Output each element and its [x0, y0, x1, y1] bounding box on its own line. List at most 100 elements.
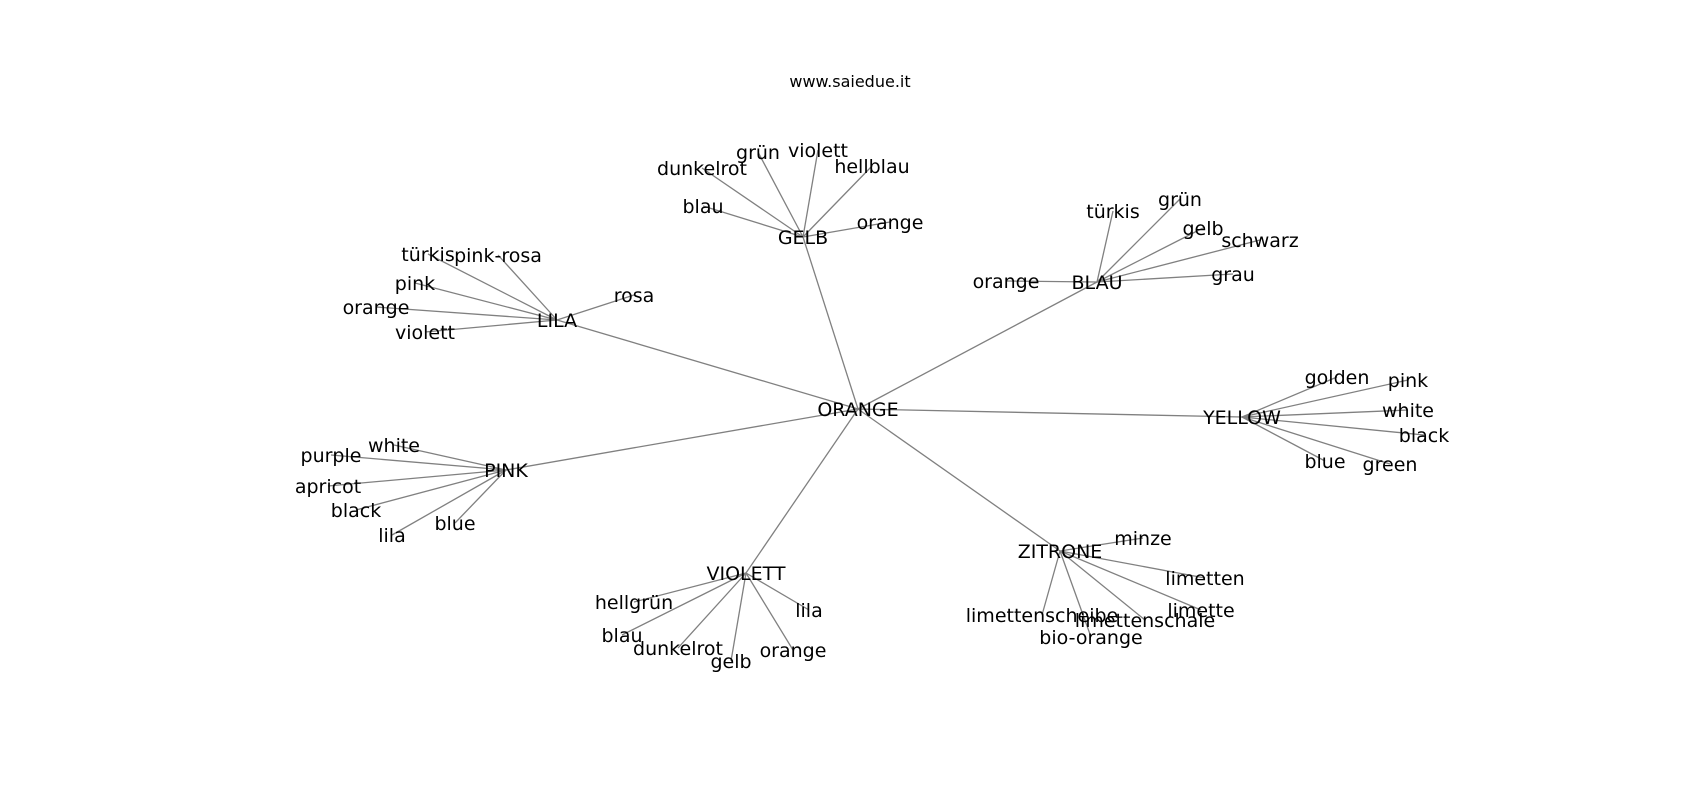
- leaf-node-label: white: [368, 435, 420, 457]
- edge-center-violett: [745, 408, 859, 574]
- leaf-node-label: black: [1399, 425, 1449, 447]
- hub-node-label-violett: VIOLETT: [706, 563, 785, 585]
- edge-blau-leaf: [1096, 210, 1114, 283]
- leaf-node-label: violett: [788, 140, 848, 162]
- edge-blau-leaf: [1096, 198, 1181, 283]
- edge-gelb-leaf: [702, 205, 804, 238]
- hub-node-label-zitrone: ZITRONE: [1018, 541, 1103, 563]
- leaf-node-label: orange: [973, 271, 1040, 293]
- edge-blau-leaf: [1096, 239, 1261, 283]
- edge-lila-leaf: [497, 254, 558, 321]
- hub-node-label-lila: LILA: [537, 310, 577, 332]
- leaf-node-label: violett: [395, 322, 455, 344]
- leaf-node-label: orange: [343, 297, 410, 319]
- leaf-node-label: gelb: [710, 651, 751, 673]
- edge-zitrone-leaf: [1059, 537, 1144, 552]
- edge-lila-leaf: [414, 282, 558, 321]
- edge-lila-leaf: [424, 319, 558, 333]
- edge-yellow-leaf: [1241, 379, 1409, 418]
- leaf-node-label: white: [1382, 400, 1434, 422]
- edge-center-yellow: [857, 408, 1243, 418]
- edge-violett-leaf: [745, 572, 794, 651]
- leaf-node-label: limette: [1167, 600, 1234, 622]
- leaf-node-label: limettenscheibe: [966, 605, 1119, 627]
- leaf-node-label: türkis: [1086, 201, 1139, 223]
- leaf-node-label: blau: [682, 196, 723, 218]
- leaf-node-label: türkis: [401, 244, 454, 266]
- edge-zitrone-leaf: [1041, 550, 1061, 616]
- leaf-node-label: pink: [1388, 370, 1428, 392]
- leaf-node-label: black: [331, 500, 381, 522]
- leaf-node-label: hellgrün: [595, 592, 673, 614]
- edge-violett-leaf: [677, 572, 747, 649]
- leaf-node-label: apricot: [295, 476, 361, 498]
- edge-yellow-leaf: [1241, 416, 1425, 436]
- leaf-node-label: pink: [395, 273, 435, 295]
- leaf-node-label: dunkelrot: [633, 638, 723, 660]
- edge-pink-leaf: [391, 469, 507, 536]
- leaf-node-label: lila: [795, 600, 822, 622]
- edge-yellow-leaf: [1241, 416, 1326, 462]
- leaf-node-label: golden: [1305, 367, 1370, 389]
- edge-zitrone-leaf: [1059, 550, 1202, 611]
- edge-pink-leaf: [327, 469, 507, 487]
- hub-node-label-blau: BLAU: [1072, 272, 1123, 294]
- leaf-node-label: minze: [1114, 528, 1172, 550]
- edge-pink-leaf: [454, 469, 507, 524]
- leaf-node-label: orange: [760, 640, 827, 662]
- leaf-node-label: schwarz: [1221, 230, 1298, 252]
- leaf-node-label: dunkelrot: [657, 158, 747, 180]
- leaf-node-label: purple: [301, 445, 362, 467]
- leaf-node-label: blau: [601, 625, 642, 647]
- edge-zitrone-leaf: [1059, 550, 1092, 638]
- leaf-node-label: limettenschale: [1075, 610, 1215, 632]
- edge-yellow-leaf: [1241, 409, 1409, 418]
- edge-gelb-leaf: [802, 221, 891, 238]
- edge-zitrone-leaf: [1059, 550, 1146, 621]
- edge-lila-leaf: [427, 253, 558, 321]
- leaf-node-label: blue: [1304, 451, 1345, 473]
- edge-center-blau: [857, 281, 1098, 410]
- edge-violett-leaf: [621, 572, 747, 636]
- edge-pink-leaf: [355, 469, 507, 511]
- leaf-node-label: grün: [736, 142, 780, 164]
- leaf-node-label: orange: [857, 212, 924, 234]
- edge-blau-leaf: [1005, 280, 1098, 283]
- leaf-node-label: hellblau: [834, 156, 909, 178]
- edge-lila-leaf: [375, 306, 558, 321]
- edge-blau-leaf: [1096, 227, 1204, 283]
- edge-center-zitrone: [857, 408, 1061, 552]
- leaf-node-label: grau: [1211, 264, 1255, 286]
- edge-center-gelb: [802, 236, 859, 410]
- leaf-node-label: limetten: [1165, 568, 1244, 590]
- leaf-node-label: bio-orange: [1039, 627, 1142, 649]
- edge-pink-leaf: [393, 444, 507, 471]
- hub-node-label-pink: PINK: [484, 460, 528, 482]
- diagram-title: www.saiedue.it: [789, 72, 911, 91]
- leaf-node-label: blue: [434, 513, 475, 535]
- leaf-node-label: lila: [378, 525, 405, 547]
- edge-lila-leaf: [556, 294, 635, 321]
- edge-yellow-leaf: [1241, 376, 1338, 418]
- hub-node-label-yellow: YELLOW: [1202, 407, 1281, 429]
- edge-violett-leaf: [745, 572, 810, 611]
- leaf-node-label: pink-rosa: [454, 245, 542, 267]
- edge-violett-leaf: [633, 572, 747, 603]
- edge-center-lila: [556, 319, 859, 410]
- edge-blau-leaf: [1096, 273, 1234, 283]
- hub-node-label-gelb: GELB: [778, 227, 828, 249]
- leaf-node-label: gelb: [1182, 218, 1223, 240]
- center-node-label: ORANGE: [817, 399, 898, 421]
- edge-pink-leaf: [330, 454, 507, 471]
- edge-gelb-leaf: [802, 165, 873, 238]
- edge-center-pink: [505, 408, 859, 471]
- leaf-node-label: rosa: [614, 285, 655, 307]
- edge-yellow-leaf: [1241, 416, 1391, 465]
- edge-violett-leaf: [730, 572, 747, 662]
- edge-gelb-leaf: [802, 149, 819, 238]
- edge-gelb-leaf: [757, 151, 804, 238]
- leaf-node-label: green: [1363, 454, 1418, 476]
- edge-zitrone-leaf: [1059, 550, 1206, 579]
- leaf-node-label: grün: [1158, 189, 1202, 211]
